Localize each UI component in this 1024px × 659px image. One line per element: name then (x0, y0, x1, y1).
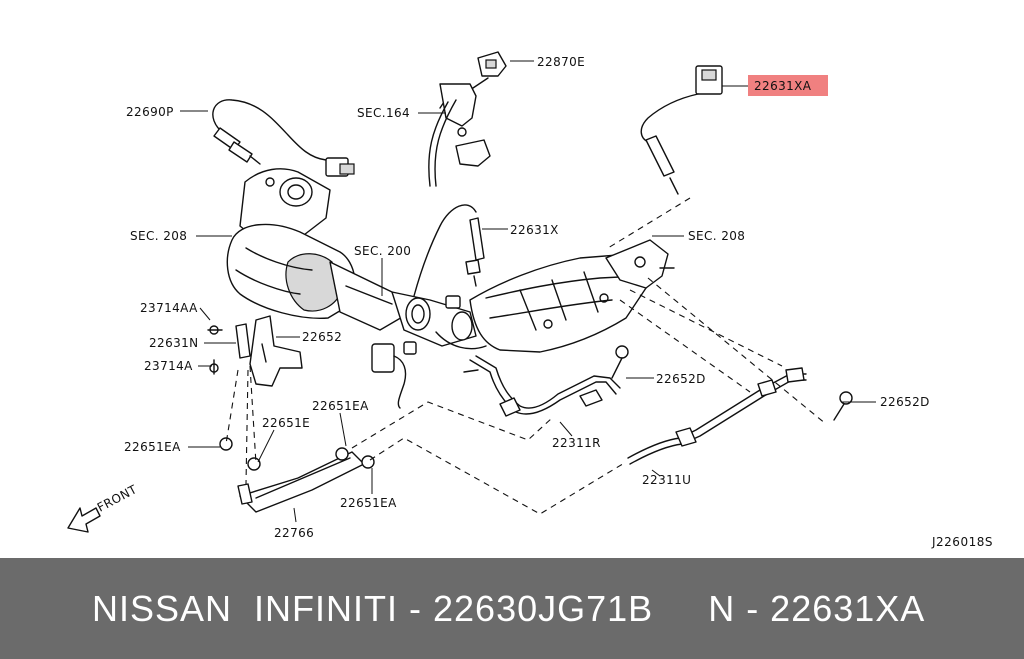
front-arrow: FRONT (67, 482, 140, 533)
center-pipe (391, 291, 487, 350)
label-22651EA-bottom: 22651EA (340, 496, 397, 510)
banner-text: NISSAN INFINITI - 22630JG71B N - 22631XA (92, 587, 926, 629)
dashed-assembly-lines (225, 197, 827, 515)
label-22870E: 22870E (537, 55, 585, 69)
label-22690P: 22690P (126, 105, 174, 119)
label-front: FRONT (95, 482, 140, 515)
tube-22311U (627, 367, 807, 465)
label-22652D-right: 22652D (880, 395, 930, 409)
label-22652: 22652 (302, 330, 342, 344)
sensor-22631X (413, 204, 485, 309)
label-sec-208-left: SEC. 208 (130, 229, 187, 243)
label-23714A: 23714A (144, 359, 193, 373)
label-sec-208-right: SEC. 208 (688, 229, 745, 243)
label-22631N: 22631N (149, 336, 199, 350)
label-22311R: 22311R (552, 436, 601, 450)
part-number-banner: NISSAN INFINITI - 22630JG71B N - 22631XA (0, 558, 1024, 659)
label-22766: 22766 (274, 526, 314, 540)
sensor-22631XA (640, 65, 723, 195)
label-22652D-mid: 22652D (656, 372, 706, 386)
sensor-22631N (207, 315, 303, 387)
rear-catalyst (469, 239, 675, 353)
label-22651EA-left: 22651EA (124, 440, 181, 454)
highlight-22631XA (748, 75, 828, 96)
label-22631X: 22631X (510, 223, 559, 237)
label-22631XA: 22631XA (754, 79, 812, 93)
label-23714AA: 23714AA (140, 301, 198, 315)
heat-shield-22766 (219, 437, 375, 513)
label-22311U: 22311U (642, 473, 691, 487)
front-catalyst (226, 168, 405, 331)
sensor-22870E (428, 51, 507, 187)
label-22651EA-top: 22651EA (312, 399, 369, 413)
diagram-code: J226018S (931, 535, 993, 549)
sensor-22690P (212, 99, 355, 177)
harness-connector (371, 341, 417, 409)
bolt-22652D-right (833, 391, 853, 421)
label-22651E: 22651E (262, 416, 310, 430)
tube-22311R (463, 355, 621, 417)
leader-lines (180, 60, 876, 523)
exhaust-diagram-svg: 22870E 22631XA 22690P SEC.164 22631X SEC… (67, 51, 993, 549)
label-sec-200: SEC. 200 (354, 244, 411, 258)
bolt-22652D-mid (611, 345, 629, 379)
parts-diagram: 22870E 22631XA 22690P SEC.164 22631X SEC… (67, 51, 993, 549)
label-sec-164: SEC.164 (357, 106, 410, 120)
